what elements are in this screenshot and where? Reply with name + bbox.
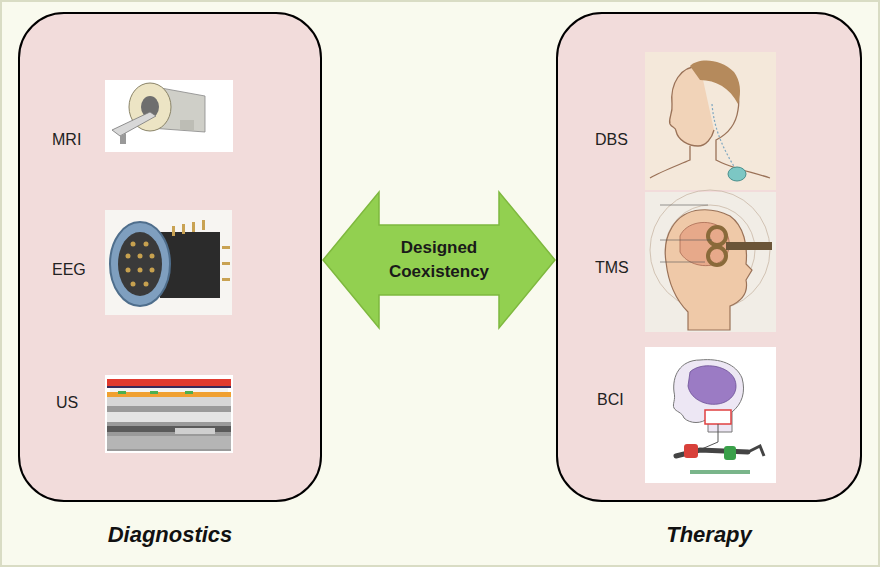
modality-label: US [56,393,78,413]
tms-coil [708,227,772,265]
panel-box: Diagnostics [18,12,322,502]
modality-label: DBS [595,130,628,150]
mri-scanner-picture [105,80,233,152]
modality-label: MRI [52,130,81,150]
dbs-patient-picture [645,52,776,190]
modality-label: TMS [595,258,629,278]
ultrasound-section-picture [105,375,233,453]
modality-label: BCI [597,390,624,410]
tms-head-picture [645,190,776,332]
arrow-label: Designed Coexistency [381,236,497,284]
modality-label: EEG [52,260,86,280]
panel-heading: Diagnostics [20,522,320,548]
panel-fill [18,12,322,502]
panel-box: Therapy [556,12,862,502]
bci-figure-picture [645,347,776,483]
panel-heading: Therapy [558,522,860,548]
panel-fill [556,12,862,502]
double-arrow [323,192,555,328]
eeg-connector-picture [105,210,232,315]
